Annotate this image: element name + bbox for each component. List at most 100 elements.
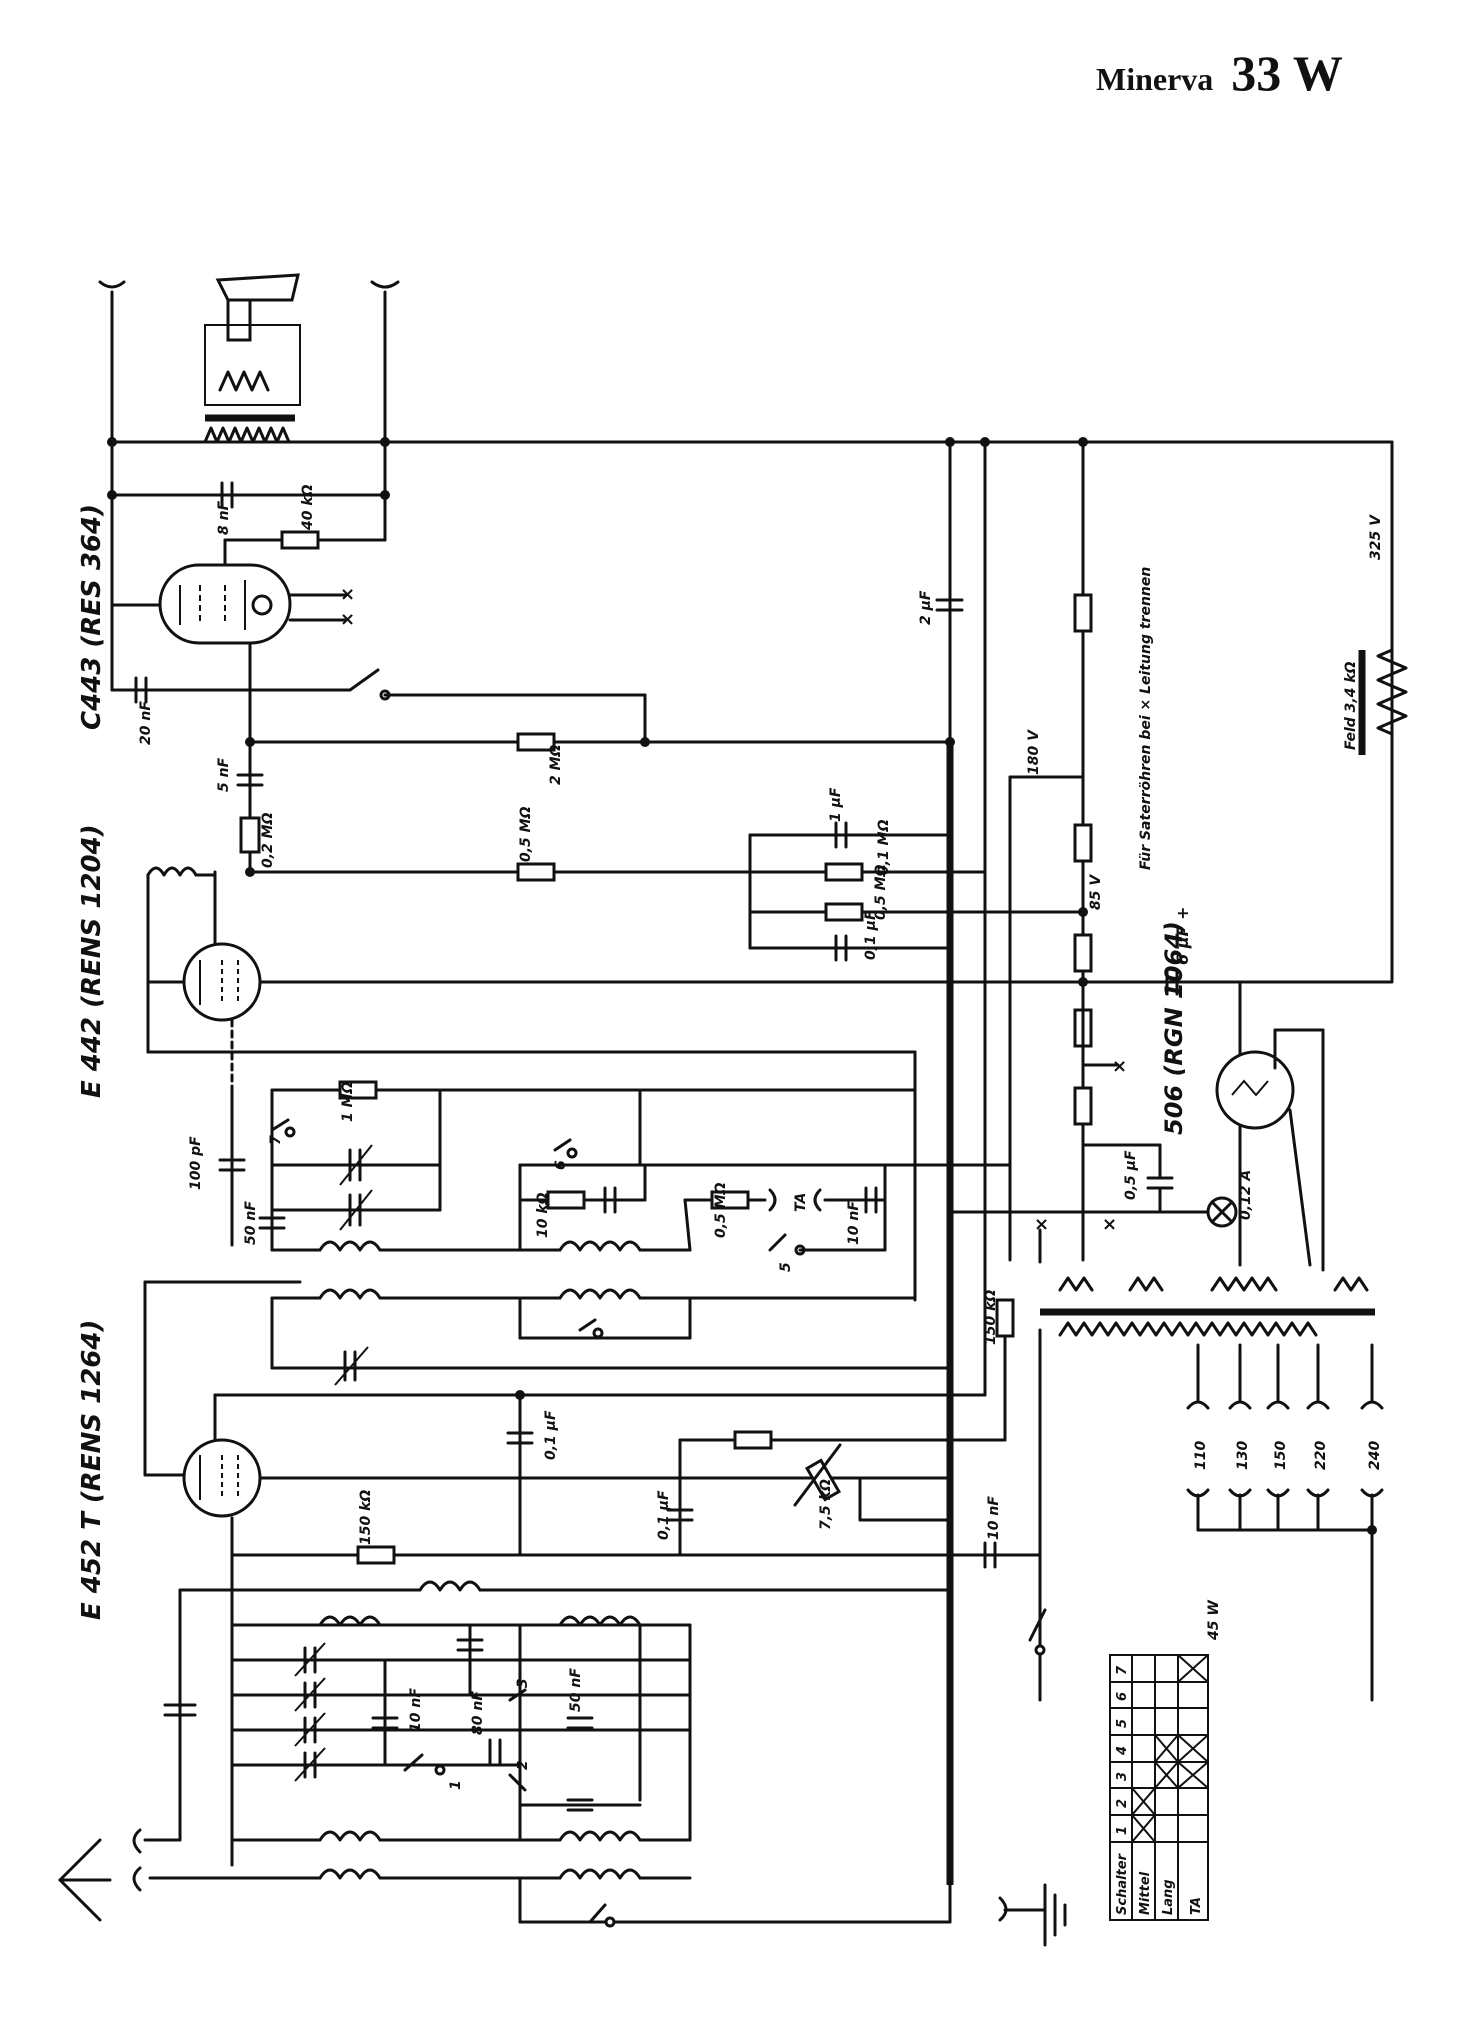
cap-50nF-b-label: 50 nF <box>568 1668 584 1712</box>
tap-110-label: 110 <box>1193 1441 1209 1470</box>
trimmer-capacitor-icon[interactable] <box>339 1144 373 1186</box>
field-coil-label: Feld 3,4 kΩ <box>1343 661 1359 750</box>
lamp-label: 0,12 A <box>1238 1170 1254 1220</box>
break-mark: × <box>340 584 355 605</box>
table-header-label: Schalter <box>1115 1852 1130 1915</box>
gang-capacitor-1-icon[interactable] <box>294 1642 326 1677</box>
switch-3-lever[interactable] <box>508 1688 527 1702</box>
antenna-coil <box>318 1830 382 1842</box>
af-tube-label: E 442 (RENS 1204) <box>77 824 107 1098</box>
ta-input-jack[interactable] <box>768 1188 777 1212</box>
antenna-terminal[interactable] <box>132 1866 142 1892</box>
table-col-label: 1 <box>1115 1826 1130 1835</box>
resistor-divider-2 <box>1073 823 1093 863</box>
table-row-label: Lang <box>1161 1879 1176 1915</box>
loudspeaker-icon <box>204 273 301 406</box>
resistor-10k <box>546 1190 586 1210</box>
junction <box>1078 437 1088 447</box>
junction <box>107 437 117 447</box>
tuning-capacitor-icon[interactable] <box>339 1189 373 1231</box>
switch-3-label: 3 <box>515 1678 531 1688</box>
cap-50nF-a-label: 50 nF <box>243 1201 259 1245</box>
band-tuning-capacitor-icon[interactable] <box>334 1346 369 1386</box>
table-row-label: TA <box>1189 1897 1204 1915</box>
switch-1-contact <box>434 1764 446 1776</box>
output-terminal-left <box>98 280 126 289</box>
res-2M-label: 2 MΩ <box>548 744 564 785</box>
switch-2-label: 2 <box>515 1760 531 1770</box>
antenna-coil <box>558 1830 642 1842</box>
antenna-terminal[interactable] <box>132 1828 142 1854</box>
secondary-winding <box>1333 1276 1369 1292</box>
gang-capacitor-3-icon[interactable] <box>294 1712 326 1747</box>
resistor-0.2M <box>239 816 261 854</box>
cap-6uF-label: 6 µF + <box>1173 907 1192 965</box>
cap-0.1uF-b-label: 0,1 µF <box>543 1410 559 1460</box>
switch-lever <box>348 668 380 692</box>
cap-10nF-c-label: 10 nF <box>408 1688 424 1732</box>
switch-lever[interactable] <box>578 1318 597 1332</box>
junction <box>945 737 955 747</box>
junction <box>640 737 650 747</box>
switch-5-label: 5 <box>778 1262 794 1272</box>
resistor <box>733 1430 773 1450</box>
potentiometer-wiper <box>793 1443 842 1507</box>
switch-7-lever[interactable] <box>270 1118 290 1132</box>
gang-capacitor-2-icon[interactable] <box>294 1677 326 1712</box>
voltage-325-label: 325 V <box>1368 514 1384 560</box>
table-col-label: 5 <box>1115 1719 1130 1728</box>
table-row-label: Mittel <box>1138 1871 1153 1915</box>
switch-1-lever[interactable] <box>403 1753 424 1772</box>
junction <box>980 437 990 447</box>
cap-0.1uF-c-label: 0,1 µF <box>656 1490 672 1540</box>
cap-0.5uF-label: 0,5 µF <box>1123 1150 1139 1200</box>
break-mark: × <box>1034 1214 1049 1235</box>
junction <box>245 737 255 747</box>
resistor-0.5M-b <box>824 902 864 922</box>
res-150k-b-label: 150 kΩ <box>358 1490 374 1545</box>
wire <box>683 1198 692 1252</box>
output-tube-label: C443 (RES 364) <box>77 504 107 730</box>
switch-7-contact <box>284 1126 296 1138</box>
tap-240-label: 240 <box>1367 1441 1383 1470</box>
break-mark: × <box>1102 1214 1117 1235</box>
res-0.5M-b-label: 0,5 MΩ <box>873 864 889 920</box>
break-mark: × <box>1112 1056 1127 1077</box>
switch-7-label: 7 <box>268 1135 284 1145</box>
junction <box>1367 1525 1377 1535</box>
resistor-2M <box>516 732 556 752</box>
res-0.5M-a-label: 0,5 MΩ <box>518 806 534 862</box>
resistor-divider-3 <box>1073 933 1093 973</box>
band-coil <box>558 1615 642 1627</box>
switch-lever[interactable] <box>588 1903 607 1924</box>
res-40k-label: 40 kΩ <box>300 484 316 531</box>
ta-input-jack[interactable] <box>813 1188 822 1212</box>
cap-1uF-label: 1 µF <box>828 787 844 822</box>
resistor-1M <box>338 1080 378 1100</box>
switch-contact <box>592 1327 604 1339</box>
rf-coil <box>558 1288 642 1300</box>
antenna-coil <box>558 1868 642 1880</box>
switch-2-lever[interactable] <box>508 1773 527 1792</box>
junction <box>945 437 955 447</box>
junction <box>380 437 390 447</box>
junction <box>380 490 390 500</box>
antenna-coil <box>318 1868 382 1880</box>
table-col-label: 2 <box>1115 1799 1130 1808</box>
voltage-85-label: 85 V <box>1088 874 1104 910</box>
manufacturer-name: Minerva <box>1096 61 1214 97</box>
mains-primary-winding <box>1058 1321 1318 1337</box>
table-col-label: 6 <box>1115 1692 1130 1701</box>
switch-5-lever[interactable] <box>768 1233 787 1252</box>
ground-icon <box>1043 1883 1067 1947</box>
resistor-0.5M-c <box>710 1190 750 1210</box>
gang-capacitor-4-icon[interactable] <box>294 1747 326 1782</box>
resistor-divider-5 <box>1073 1086 1093 1126</box>
switch-6-lever[interactable] <box>553 1138 572 1152</box>
rf-coil <box>318 1240 382 1252</box>
power-rating-label: 45 W <box>1206 1600 1222 1641</box>
cap-80nF-label: 80 nF <box>470 1691 486 1735</box>
power-switch-lever[interactable] <box>1028 1608 1047 1642</box>
volume-potentiometer-7.5k[interactable] <box>805 1458 841 1502</box>
